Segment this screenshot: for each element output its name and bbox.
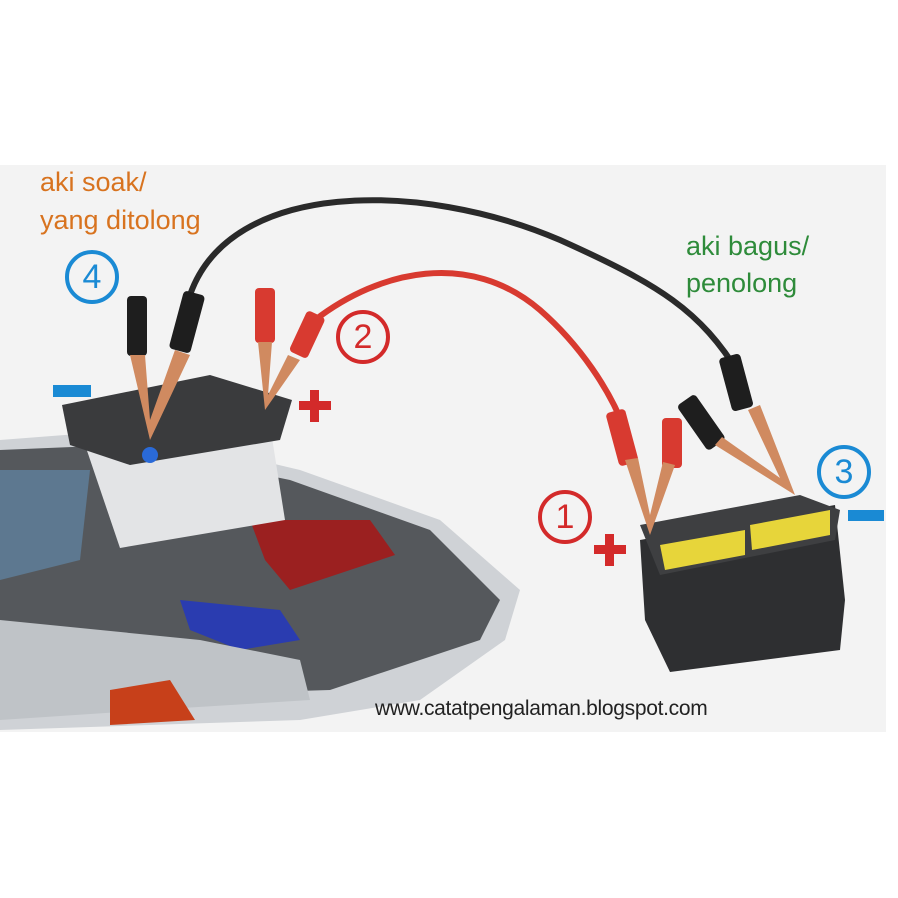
watermark: www.catatpengalaman.blogspot.com: [375, 697, 708, 720]
step-3-badge: 3: [817, 445, 871, 499]
minus-sign-good-battery: [848, 510, 884, 521]
good-battery: [640, 495, 845, 672]
step-1-badge: 1: [538, 490, 592, 544]
dead-battery-label-line2: yang ditolong: [40, 205, 201, 235]
engine-cover: [250, 520, 395, 590]
step-4-badge: 4: [65, 250, 119, 304]
good-battery-label-line1: aki bagus/: [686, 231, 810, 261]
black-clamp-3: [678, 353, 795, 495]
black-clamp-4: [127, 291, 205, 440]
red-cable: [313, 270, 628, 432]
step-2-badge: 2: [336, 310, 390, 364]
red-clamp-2: [255, 288, 325, 410]
dead-battery: [62, 375, 292, 548]
black-cable: [187, 197, 743, 377]
plus-sign-dead-battery: [299, 390, 331, 422]
dead-battery-label-line1: aki soak/: [40, 167, 147, 197]
minus-sign-dead-battery: [53, 385, 91, 397]
red-clamp-1: [606, 409, 682, 535]
tail-light: [110, 680, 195, 725]
plus-sign-good-battery: [594, 534, 626, 566]
good-battery-label-line2: penolong: [686, 268, 798, 298]
